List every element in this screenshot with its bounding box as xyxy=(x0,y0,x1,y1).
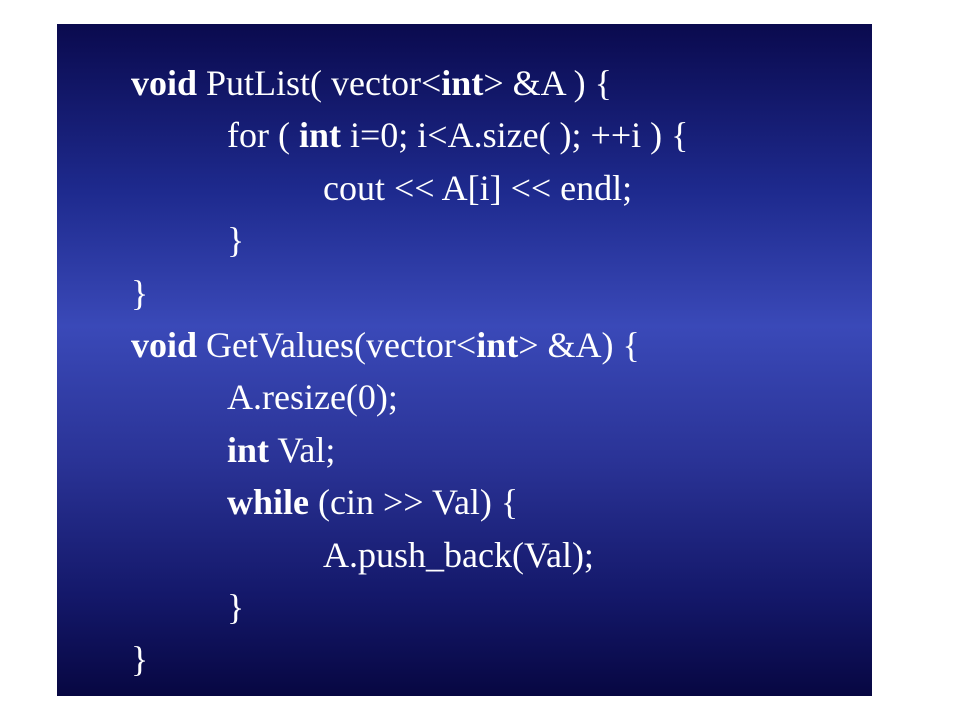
code-line: cout << A[i] << endl; xyxy=(131,162,688,214)
code-block: void PutList( vector<int> &A ) {for ( in… xyxy=(131,57,688,686)
code-text: A.resize(0); xyxy=(227,377,398,418)
code-line: void PutList( vector<int> &A ) { xyxy=(131,57,688,109)
code-text: } xyxy=(227,220,245,261)
code-text: } xyxy=(131,272,149,313)
code-keyword: int xyxy=(476,324,519,365)
code-text: > &A ) { xyxy=(483,63,612,103)
code-line: } xyxy=(131,214,688,266)
code-line: A.push_back(Val); xyxy=(131,529,688,581)
code-text: Val; xyxy=(269,429,336,470)
code-keyword: int xyxy=(298,115,341,156)
code-line: int Val; xyxy=(131,424,688,476)
code-text: GetValues(vector< xyxy=(197,324,477,365)
code-keyword: while xyxy=(227,482,310,523)
code-line: A.resize(0); xyxy=(131,371,688,423)
code-keyword: int xyxy=(227,429,270,470)
code-line: } xyxy=(131,267,688,319)
code-line: while (cin >> Val) { xyxy=(131,476,688,528)
code-text: > &A) { xyxy=(518,324,640,365)
code-keyword: void xyxy=(131,63,198,103)
code-line: void GetValues(vector<int> &A) { xyxy=(131,319,688,371)
code-line: for ( int i=0; i<A.size( ); ++i ) { xyxy=(131,109,688,161)
code-text: cout << A[i] << endl; xyxy=(323,167,633,208)
code-text: PutList( vector< xyxy=(197,63,442,103)
slide-background: void PutList( vector<int> &A ) {for ( in… xyxy=(57,24,872,696)
code-line: } xyxy=(131,633,688,685)
code-text: (cin >> Val) { xyxy=(309,482,519,523)
code-text: } xyxy=(227,586,245,627)
code-line: } xyxy=(131,581,688,633)
code-text: } xyxy=(131,639,149,680)
code-keyword: int xyxy=(441,63,484,103)
code-text: i=0; i<A.size( ); ++i ) { xyxy=(340,115,689,156)
code-text: for ( xyxy=(227,115,299,156)
code-text: A.push_back(Val); xyxy=(323,534,594,575)
code-keyword: void xyxy=(131,324,198,365)
